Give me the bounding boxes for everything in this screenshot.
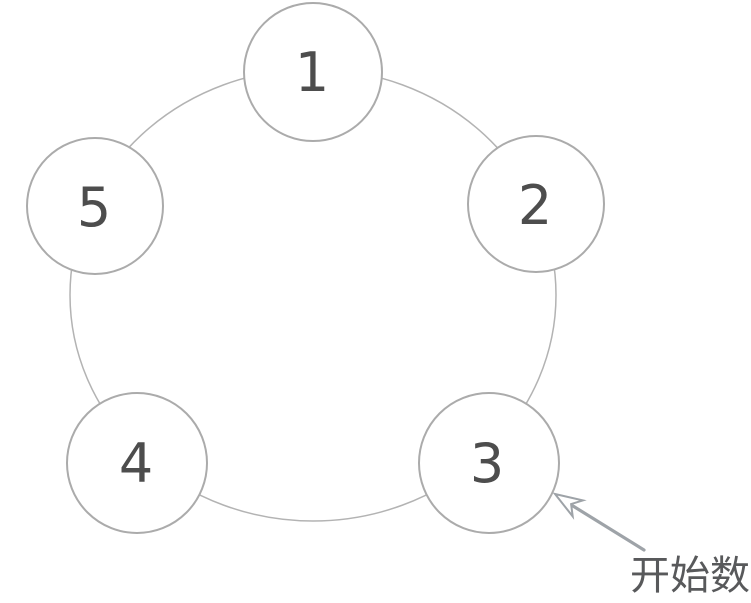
node-5-label: 5 xyxy=(77,176,111,239)
arrow-head-icon xyxy=(552,492,587,520)
node-3-label: 3 xyxy=(470,432,504,495)
node-1-circle xyxy=(243,2,383,142)
arrow-shaft xyxy=(571,504,646,552)
start-annotation-label: 开始数 xyxy=(630,553,750,599)
node-5: 5 xyxy=(26,137,164,275)
node-2-circle xyxy=(467,135,605,273)
node-5-circle xyxy=(26,137,164,275)
node-3-circle xyxy=(418,392,560,534)
node-4-circle xyxy=(66,392,208,534)
node-3: 3 xyxy=(418,392,560,534)
node-2-label: 2 xyxy=(518,174,552,237)
start-arrow xyxy=(552,492,646,552)
node-4: 4 xyxy=(66,392,208,534)
node-4-label: 4 xyxy=(119,432,153,495)
node-2: 2 xyxy=(467,135,605,273)
node-1: 1 xyxy=(243,2,383,142)
node-1-label: 1 xyxy=(295,41,329,104)
